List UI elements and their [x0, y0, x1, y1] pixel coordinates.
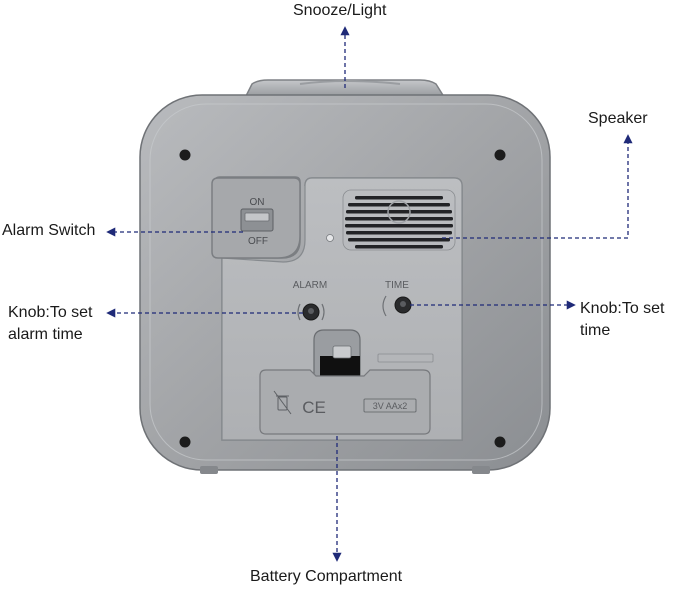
- recycle-bin-icon: [273, 390, 292, 415]
- callout-knob-alarm-line1: Knob:To set: [8, 304, 93, 321]
- speaker-ring: [387, 200, 411, 224]
- alarm-knob-arc: [321, 303, 325, 321]
- speaker-slot: [345, 217, 453, 221]
- switch-off-label: OFF: [248, 236, 268, 247]
- leader-speaker: [442, 134, 633, 239]
- stand-slot: [320, 356, 360, 378]
- screw-icon: [179, 436, 191, 448]
- speaker-slot: [355, 196, 443, 200]
- alarm-knob-label: ALARM: [293, 280, 327, 291]
- battery-spec-box: [363, 398, 417, 413]
- speaker-slot: [348, 238, 450, 242]
- speaker-slot: [346, 231, 452, 235]
- alarm-knob-center: [308, 308, 314, 314]
- callout-knob-alarm-line2: alarm time: [8, 326, 83, 343]
- screw-icon: [179, 149, 191, 161]
- foot-left: [200, 466, 218, 474]
- speaker-slot: [348, 203, 450, 207]
- switch-on-label: ON: [250, 197, 265, 208]
- time-knob-arc: [382, 295, 387, 317]
- alarm-knob-arc: [297, 303, 301, 321]
- callout-alarm-switch: Alarm Switch: [2, 222, 96, 239]
- battery-compartment[interactable]: [259, 369, 431, 435]
- speaker-slot: [346, 210, 452, 214]
- callout-speaker: Speaker: [588, 110, 648, 127]
- screw-icon: [494, 436, 506, 448]
- callout-knob-alarm: Knob:To set alarm time: [8, 302, 93, 346]
- time-knob-center: [400, 301, 406, 307]
- time-knob-label: TIME: [385, 280, 409, 291]
- callout-knob-time-line1: Knob:To set: [580, 300, 665, 317]
- foot-right: [472, 466, 490, 474]
- speaker-slot: [355, 245, 443, 249]
- stand-latch[interactable]: [332, 345, 352, 359]
- ce-mark: CE: [302, 398, 326, 417]
- battery-spec: 3V AAx2: [373, 401, 408, 411]
- alarm-switch-slider[interactable]: [244, 212, 270, 222]
- panel-screw-icon: [326, 234, 334, 242]
- speaker-slot: [345, 224, 453, 228]
- speaker-grille: [342, 189, 456, 251]
- callout-battery-compartment: Battery Compartment: [250, 568, 403, 585]
- stand-groove: [377, 353, 434, 363]
- screw-icon: [494, 149, 506, 161]
- callout-snooze-light: Snooze/Light: [293, 2, 387, 19]
- snooze-bar-ridge: [299, 80, 401, 85]
- body-highlight: [149, 103, 543, 461]
- callout-knob-time-line2: time: [580, 322, 611, 339]
- callout-knob-time: Knob:To set time: [580, 298, 665, 342]
